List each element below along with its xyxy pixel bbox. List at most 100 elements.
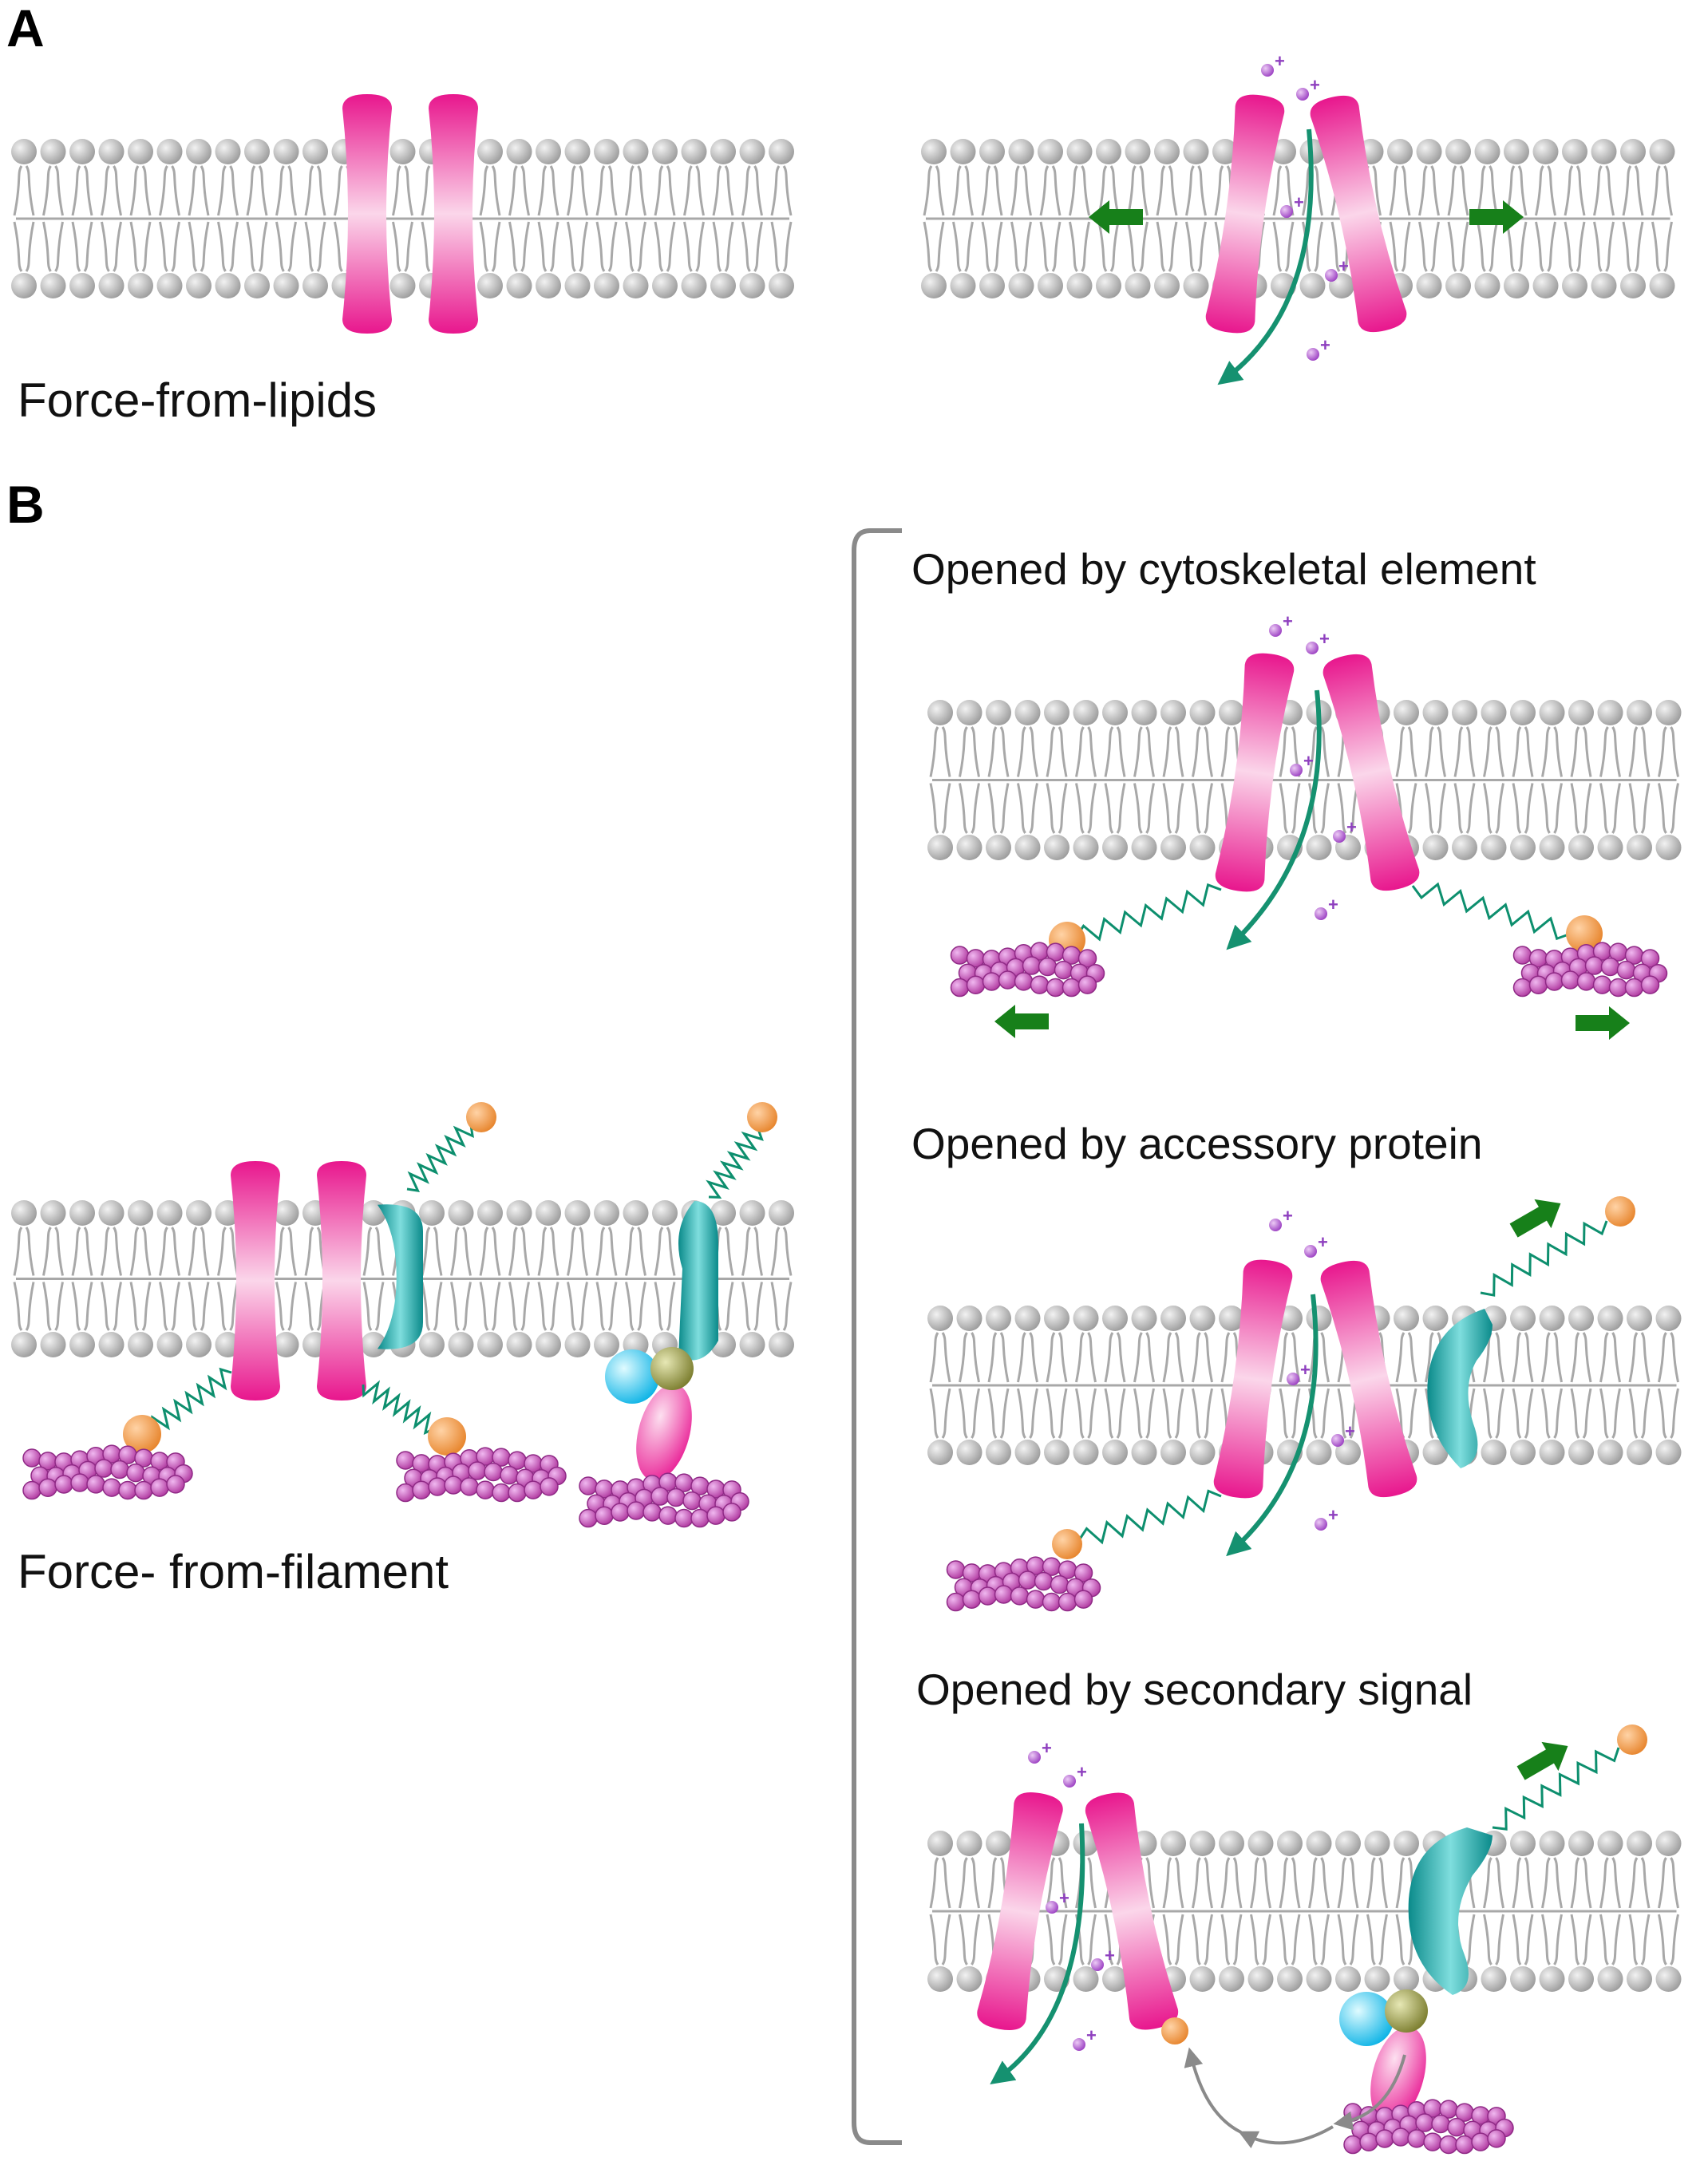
lipid-tail [275,221,285,272]
lipid-tail [141,1282,152,1331]
anchor-b3-top [1617,1724,1647,1755]
lipid-tail [1051,165,1062,216]
lipid-head [536,139,561,164]
cation-charge: + [1300,1360,1311,1380]
filament-bead [126,1463,145,1483]
lipid-tail [1192,1332,1201,1383]
lipid-tail [13,221,23,272]
lipid-tail [1541,1914,1551,1965]
lipid-tail [520,1282,530,1331]
lipid-tail [1109,221,1120,272]
lipid-tail [654,1282,664,1331]
lipid-tail [579,1227,588,1276]
lipid-tail [1039,165,1050,216]
lipid-tail [1075,1332,1085,1383]
filament-bead [1487,2129,1506,2148]
filament-bead [1608,978,1628,998]
lipid-tail [549,165,559,216]
lipid-tail [200,1227,210,1276]
lipid-head [98,1200,125,1226]
cation-charge: + [1042,1738,1052,1758]
lipid-tail [1658,726,1667,777]
lipid-tail [392,221,401,272]
lipid-tail [304,1227,314,1276]
filament-bead [994,1585,1014,1604]
lipid-tail [188,1227,198,1276]
filament-b-center [579,1472,749,1528]
lipid-tail [770,221,781,272]
lipid-tail [433,1227,443,1276]
lipid-head [1271,139,1296,164]
lipid-tail [1058,1332,1068,1383]
cation-b2 [1304,1245,1317,1258]
lipid-head [956,700,982,725]
lipid-head [1591,139,1617,164]
lipid-head [681,273,707,298]
lipid-tail [1611,783,1621,834]
lipid-tail [993,165,1003,216]
lipid-tail [129,165,140,216]
lipid-tail [54,221,64,272]
lipid-tail [1262,1914,1271,1965]
channel-subunit-body [1320,1260,1417,1498]
lipid-head [156,273,183,298]
lipid-tail [1337,1388,1347,1439]
lipid-tail [159,221,168,272]
lipid-tail [13,1282,23,1331]
lipid-tail [1104,1388,1114,1439]
lipid-tail [1401,221,1411,272]
lipid-head [1189,1440,1216,1465]
lipid-tail [188,1282,198,1331]
lipid-head [128,139,153,164]
lipid-tail [1366,1914,1376,1965]
lipid-tail [1459,221,1469,272]
ion-flow-b2 [1226,1294,1319,1557]
lipid-tail [941,1914,951,1965]
lipid-head [986,1306,1011,1331]
lipid-head [11,273,37,298]
lipid-tail [1174,1914,1184,1965]
lipid-head [1422,1306,1449,1331]
filament-bead [1512,978,1532,998]
lipid-tail [683,221,693,272]
filament-bead [396,1483,415,1503]
lipid-tail [287,221,297,272]
lipid-head [186,1332,212,1357]
lipid-tail [1139,221,1149,272]
lipid-head [950,273,976,298]
force-arrow-shape [1089,200,1143,234]
lipid-tail [258,221,268,272]
lipid-tail [1553,726,1563,777]
lipid-head [652,1200,678,1226]
lipid-head [40,1200,66,1226]
filament-bead [1624,978,1644,998]
lipid-tail [450,1227,460,1276]
lipid-head [564,139,591,164]
lipid-tail [1553,1857,1563,1909]
lipid-tail [549,1282,559,1331]
lipid-tail [724,1282,734,1331]
lipid-tail [1628,726,1639,777]
lipid-tail [479,1282,489,1331]
lipid-tail [1582,1332,1592,1383]
lipid-head [1620,139,1646,164]
lipid-head [186,273,212,298]
lipid-tail [1320,1914,1330,1965]
lipid-tail [782,221,793,272]
lipid-head [1532,273,1559,298]
lipid-tail [929,783,939,834]
lipid-tail [1162,726,1172,777]
lipid-tail [1628,783,1639,834]
lipid-head [681,139,707,164]
lipid-tail [1524,1914,1534,1965]
lipid-tail [964,221,974,272]
lipid-tail [71,221,81,272]
lipid-tail [83,165,93,216]
lipid-tail [1611,1388,1621,1439]
lipid-tail [491,1227,501,1276]
lipid-tail [971,783,980,834]
lipid-tail [1185,165,1195,216]
cation-charge: + [1319,629,1330,649]
lipid-tail [1670,1914,1679,1965]
lipid-tail [1670,1857,1679,1909]
